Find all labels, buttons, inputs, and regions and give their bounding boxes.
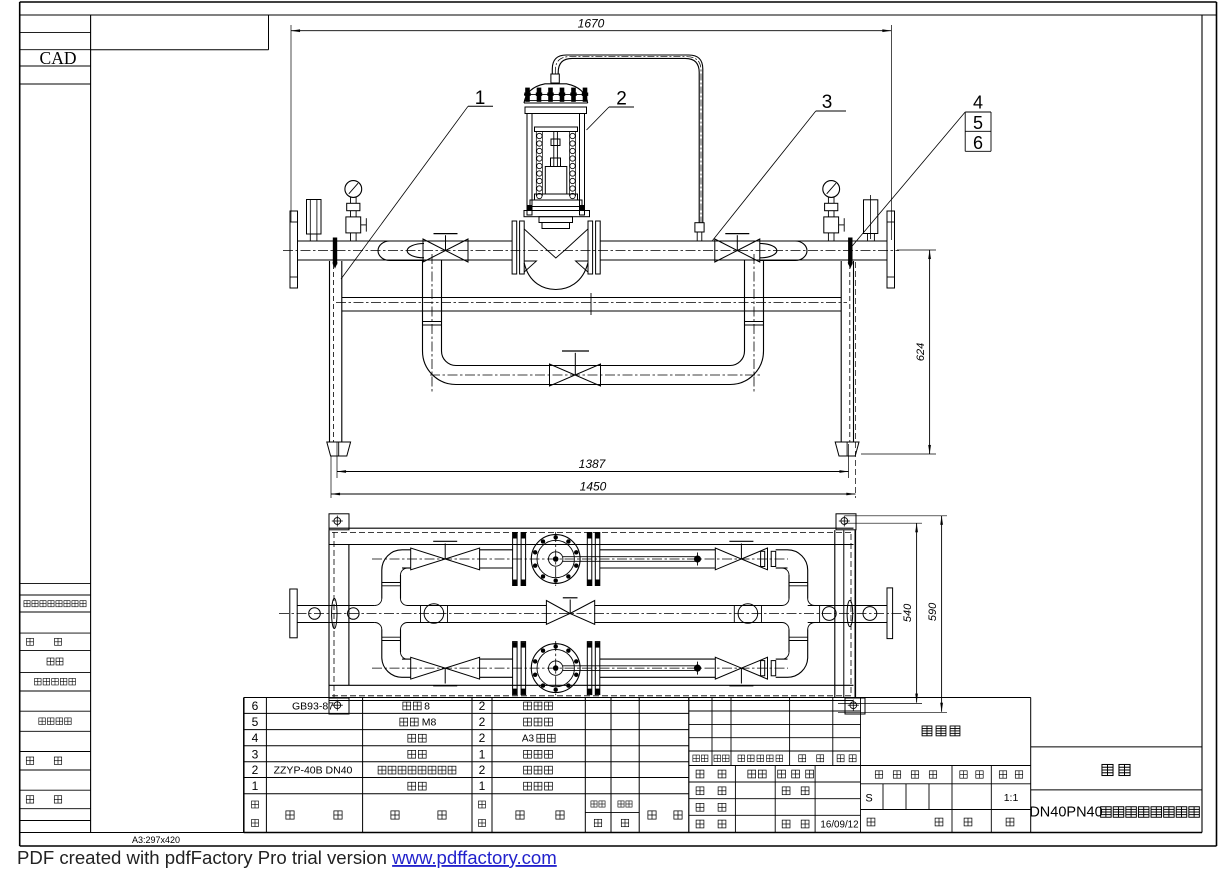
svg-text:2: 2 xyxy=(479,763,486,777)
svg-text:S: S xyxy=(865,793,872,805)
svg-text:GB93-87: GB93-87 xyxy=(292,700,334,712)
svg-text:5: 5 xyxy=(252,715,259,729)
svg-text:A3: A3 xyxy=(522,734,535,745)
svg-text:1: 1 xyxy=(479,747,486,761)
svg-text:540: 540 xyxy=(902,603,914,622)
svg-text:1387: 1387 xyxy=(579,457,607,471)
svg-text:1: 1 xyxy=(479,779,486,793)
svg-text:2: 2 xyxy=(252,763,259,777)
svg-text:1670: 1670 xyxy=(578,17,605,31)
svg-text:CAD: CAD xyxy=(40,48,77,68)
svg-text:ZZYP-40B DN40: ZZYP-40B DN40 xyxy=(274,765,353,777)
svg-text:1: 1 xyxy=(475,88,486,109)
svg-text:4: 4 xyxy=(973,93,983,113)
svg-text:590: 590 xyxy=(927,602,939,621)
svg-text:2: 2 xyxy=(479,731,486,745)
svg-text:5: 5 xyxy=(973,113,983,133)
svg-text:3: 3 xyxy=(252,747,259,761)
svg-text:8: 8 xyxy=(424,700,430,712)
svg-text:2: 2 xyxy=(479,715,486,729)
svg-text:1: 1 xyxy=(252,779,259,793)
svg-text:4: 4 xyxy=(252,731,259,745)
svg-text:PDF created with pdfFactory Pr: PDF created with pdfFactory Pro trial ve… xyxy=(17,847,557,868)
svg-text:1450: 1450 xyxy=(580,480,607,494)
svg-text:2: 2 xyxy=(616,89,627,110)
svg-text:6: 6 xyxy=(252,699,259,713)
svg-text:16/09/12: 16/09/12 xyxy=(820,819,858,830)
svg-text:M8: M8 xyxy=(422,717,437,729)
svg-text:DN40PN40: DN40PN40 xyxy=(1029,805,1102,821)
svg-text:6: 6 xyxy=(973,133,983,153)
svg-text:624: 624 xyxy=(915,343,927,361)
svg-text:1:1: 1:1 xyxy=(1004,792,1019,804)
svg-text:2: 2 xyxy=(479,699,486,713)
svg-text:A3:297x420: A3:297x420 xyxy=(132,835,180,845)
svg-text:3: 3 xyxy=(822,92,833,113)
